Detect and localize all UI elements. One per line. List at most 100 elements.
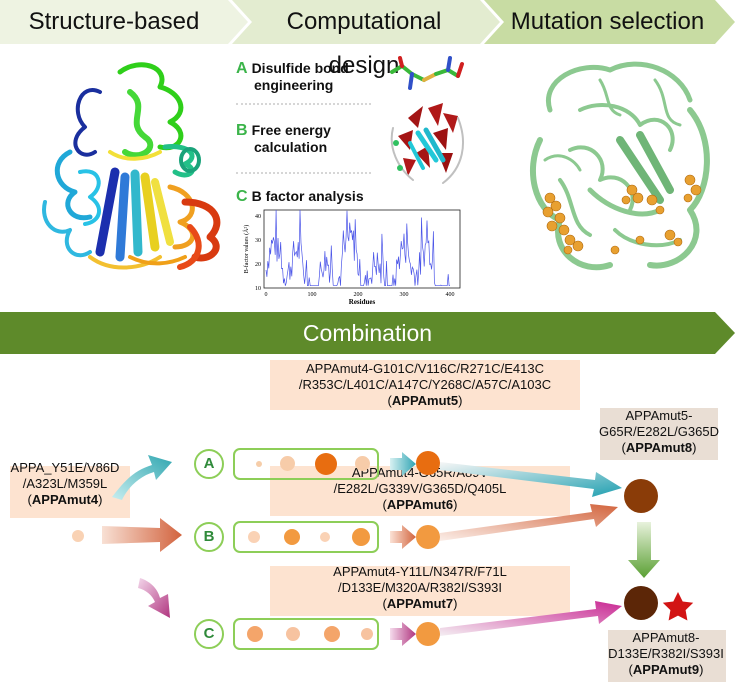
arrow-start-to-c [138,578,170,618]
row-c-result-dot [416,622,440,646]
row-b-description: APPAmut4-G65R/A89V /E282L/G339V/G365D/Q4… [250,465,590,513]
bfactor-ytick: 40 [255,214,261,220]
row-c-dot [324,626,340,642]
row-a-label: A [194,449,224,479]
start-line1: APPA_Y51E/V86D [10,460,120,475]
row-c-variant-name: APPAmut7 [386,596,454,611]
result-8-line2: G65R/E282L/G365D [599,424,719,439]
row-b-result-dot [416,525,440,549]
row-a-text-bg [270,360,580,410]
combination-title: Combination [302,320,433,346]
bfactor-ytick: 10 [255,286,261,292]
start-line2: /A323L/M359L [22,476,108,491]
row-a-dot [355,456,370,471]
step-mutation-selection: Mutation selection [510,8,705,35]
arrow-b-to-mut8 [440,504,618,541]
start-text-bg [10,466,130,518]
row-c-box [233,618,379,650]
row-c-description: APPAmut4-Y11L/N347R/F71L /D133E/M320A/R3… [250,564,590,612]
process-banner [0,0,735,44]
row-b-dot [248,531,260,543]
row-a-description: APPAmut4-G101C/V116C/R271C/E413C /R353C/… [250,361,600,409]
row-b-dot [352,528,370,546]
start-variant-name: APPAmut4 [31,492,99,507]
arrow-a-to-mut8 [440,462,622,497]
combination-band [0,312,735,354]
disulfide-bond-image [390,56,464,90]
bfactor-xtick: 400 [446,292,455,298]
result-9-line1: APPAmut8- [632,630,700,645]
arrow-start-to-b [102,518,182,552]
mutation-selection-structure-image [530,61,710,271]
bfactor-chart: B-factor values (Å²) Residues 10 20 30 4… [242,209,461,306]
star-icon [662,592,694,621]
bfactor-ytick: 30 [255,238,261,244]
step-structure-based: Structure-based [28,8,200,35]
method-b-letter: B [236,122,248,139]
arrow-start-to-a [112,455,172,500]
chevron-structure-based [0,0,248,44]
row-a-dot [280,456,295,471]
result-9-line2: D133E/R382I/S393I [608,646,724,661]
row-a-line2: /R353C/L401C/A147C/Y268C/A57C/A103C [298,377,552,392]
row-c-line1: APPAmut4-Y11L/N347R/F71L [333,564,507,579]
arrow-row-b-out [390,525,416,549]
arrow-row-a-out [390,452,416,476]
row-a-dot [256,461,262,467]
method-a-line1: Disulfide bond [251,60,349,76]
row-b-label: B [194,522,224,552]
row-a-variant-name: APPAmut5 [391,393,459,408]
row-c-text-bg [270,566,570,616]
bfactor-ytick: 20 [255,262,261,268]
method-a-line2: engineering [254,77,334,93]
result-8-line1: APPAmut5- [625,408,693,423]
start-variant-description: APPA_Y51E/V86D /A323L/M359L (APPAmut4) [0,460,130,508]
bfactor-xtick: 200 [354,292,363,298]
method-divider [236,172,371,174]
result-9-name: APPAmut9 [632,662,700,677]
bfactor-xlabel: Residues [349,298,376,306]
row-b-line2: /E282L/G339V/G365D/Q405L [333,481,507,496]
row-a-dot [315,453,337,475]
bfactor-plot-frame [263,209,461,289]
bfactor-ylabel: B-factor values (Å²) [242,225,250,273]
method-b-line2: calculation [254,139,328,155]
row-a-line1: APPAmut4-G101C/V116C/R271C/E413C [306,361,544,376]
method-b-line1: Free energy [251,122,331,138]
row-c-dot [361,628,373,640]
row-b-box [233,521,379,553]
mut8-dot [624,479,658,513]
method-c-line1: B factor analysis [251,188,364,204]
row-a-result-dot [416,451,440,475]
row-c-dot [247,626,263,642]
method-c-letter: C [236,188,248,205]
row-b-dot [284,529,300,545]
arrow-row-c-out [390,622,416,646]
result-8-text-bg [600,408,718,460]
mutation-sites [542,174,702,255]
result-8-name: APPAmut8 [625,440,693,455]
row-b-variant-name: APPAmut6 [386,497,454,512]
result-apparmut9-description: APPAmut8- D133E/R382I/S393I (APPAmut9) [602,630,730,678]
row-c-label: C [194,619,224,649]
free-energy-structure-image [390,103,464,184]
chevron-mutation-selection [484,0,735,44]
method-divider [236,103,371,105]
method-a-letter: A [236,60,248,77]
bfactor-xtick: 100 [308,292,317,298]
protein-structure-image [42,62,221,270]
step-computational-design: Computational design [286,8,442,79]
bfactor-xtick: 300 [400,292,409,298]
bfactor-line [265,209,450,287]
result-9-text-bg [608,630,726,682]
arrow-mut8-to-mut9 [628,522,660,578]
row-a-box [233,448,379,480]
row-c-dot [286,627,300,641]
arrow-c-to-mut9 [440,601,622,636]
mut9-dot [624,586,658,620]
bfactor-xtick: 0 [265,292,268,298]
